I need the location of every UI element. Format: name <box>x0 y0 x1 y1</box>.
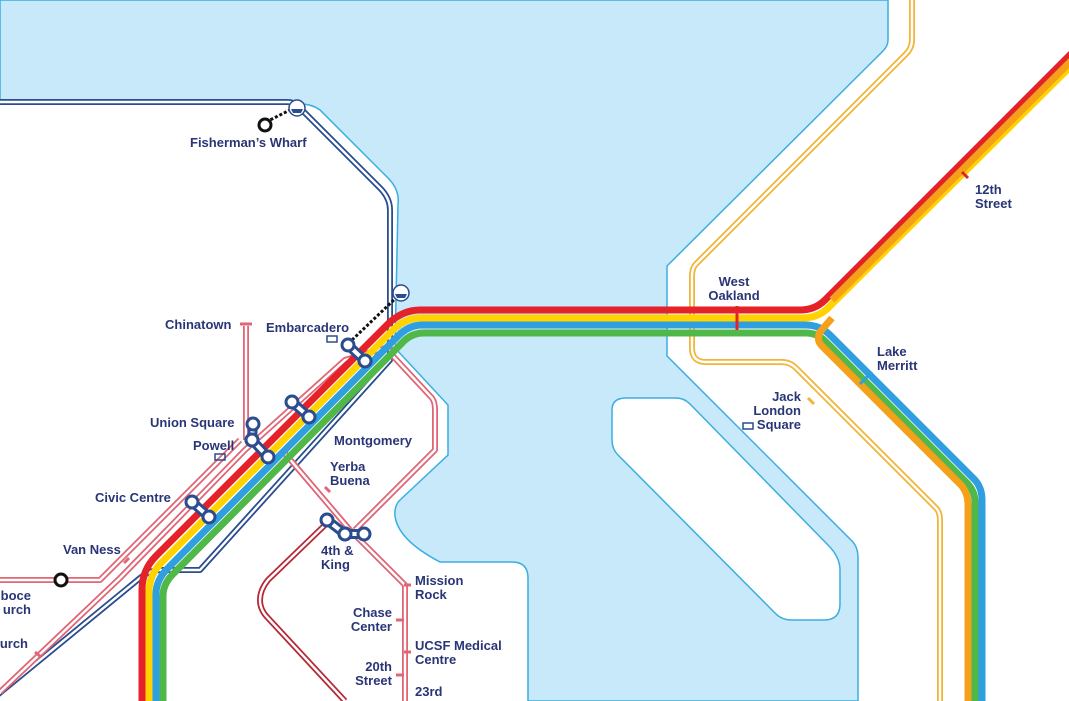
station-label-chinatown: Chinatown <box>165 317 231 332</box>
rainbow-blue <box>152 321 986 701</box>
lake-merritt-tick <box>858 370 874 386</box>
darkred-line-inner <box>258 524 346 701</box>
island <box>611 397 841 621</box>
station-label-jack-london-square: Square <box>757 417 801 432</box>
station-label-20th-street: 20th <box>365 659 392 674</box>
station-label-chase-center: Chase <box>353 605 392 620</box>
station-label-4th-king: 4th & <box>321 543 354 558</box>
orange-line <box>814 315 972 701</box>
station-label-powell: Powell <box>193 438 234 453</box>
station-label-12th-street: 12th <box>975 182 1002 197</box>
civic-centre-marker-b[interactable] <box>201 509 217 525</box>
station-label-mission-rock: Mission <box>415 573 463 588</box>
4th-king-east-marker-b[interactable] <box>356 526 372 542</box>
station-label-ucsf-medical-centre: Centre <box>415 652 456 667</box>
station-label-civic-centre: Civic Centre <box>95 490 171 505</box>
montgomery-marker-a[interactable] <box>284 394 300 410</box>
rail-icon <box>326 335 338 343</box>
van-ness-interchange-marker[interactable] <box>53 572 69 588</box>
4th-king-west-marker-a[interactable] <box>319 512 335 528</box>
ferry-link-embarcadero <box>350 294 400 342</box>
station-label-lake-merritt: Merritt <box>877 358 918 373</box>
station-label-jack-london-square: Jack <box>772 389 802 404</box>
station-label-jack-london-square: London <box>753 403 801 418</box>
pink-line-loop-inner <box>354 354 437 531</box>
bay-water <box>0 0 889 701</box>
union-square-marker-a[interactable] <box>245 416 261 432</box>
station-label-union-square: Union Square <box>150 415 235 430</box>
station-label-west-oakland: West <box>719 274 750 289</box>
embarcadero-marker-b[interactable] <box>357 353 373 369</box>
gold-line-inner <box>690 0 942 701</box>
station-label-ucsf-medical-centre: UCSF Medical <box>415 638 502 653</box>
powell-marker-a[interactable] <box>244 432 260 448</box>
montgomery-marker-b[interactable] <box>301 409 317 425</box>
station-label-boce-church-cut: boce <box>1 588 31 603</box>
station-label-23rd: 23rd <box>415 684 443 699</box>
civic-centre-marker-a[interactable] <box>184 494 200 510</box>
rainbow-yellow <box>145 62 1069 701</box>
embarcadero-marker-a[interactable] <box>340 337 356 353</box>
pink-line-montgomery-inner <box>281 449 407 701</box>
12th-street-tick <box>960 170 970 180</box>
station-label-yerba-buena: Yerba <box>330 459 366 474</box>
rail-icon <box>742 422 754 430</box>
jack-london-tick <box>806 396 816 406</box>
4th-king-east-marker-a[interactable] <box>337 526 353 542</box>
ferry-icon <box>392 284 410 302</box>
fishermans-wharf-marker[interactable] <box>257 117 273 133</box>
ferry-icon <box>288 99 306 117</box>
station-label-4th-king: King <box>321 557 350 572</box>
station-label-12th-street: Street <box>975 196 1013 211</box>
powell-marker-b[interactable] <box>260 449 276 465</box>
orange-east-line <box>829 58 1069 303</box>
church-tick <box>34 650 42 659</box>
rainbow-green <box>159 329 979 701</box>
van-ness-tick <box>122 556 131 565</box>
station-label-embarcadero: Embarcadero <box>266 320 349 335</box>
station-label-lake-merritt: Lake <box>877 344 907 359</box>
station-label-west-oakland: Oakland <box>708 288 759 303</box>
rail-icon <box>214 453 226 461</box>
yerba-buena-tick <box>323 485 332 494</box>
station-label-yerba-buena: Buena <box>330 473 371 488</box>
ferry-icon-hull <box>395 294 407 298</box>
station-markers <box>34 99 970 677</box>
pink-line-b-inner <box>0 439 241 582</box>
station-label-chase-center: Center <box>351 619 392 634</box>
station-label-fishermans-wharf: Fisherman’s Wharf <box>190 135 307 150</box>
station-label-church-cut: urch <box>0 636 28 651</box>
station-label-van-ness: Van Ness <box>63 542 121 557</box>
rainbow-red <box>138 51 1069 701</box>
station-label-boce-church-cut: urch <box>3 602 31 617</box>
station-label-mission-rock: Rock <box>415 587 448 602</box>
ferry-icon-hull <box>291 109 303 113</box>
station-label-montgomery: Montgomery <box>334 433 413 448</box>
station-label-20th-street: Street <box>355 673 393 688</box>
